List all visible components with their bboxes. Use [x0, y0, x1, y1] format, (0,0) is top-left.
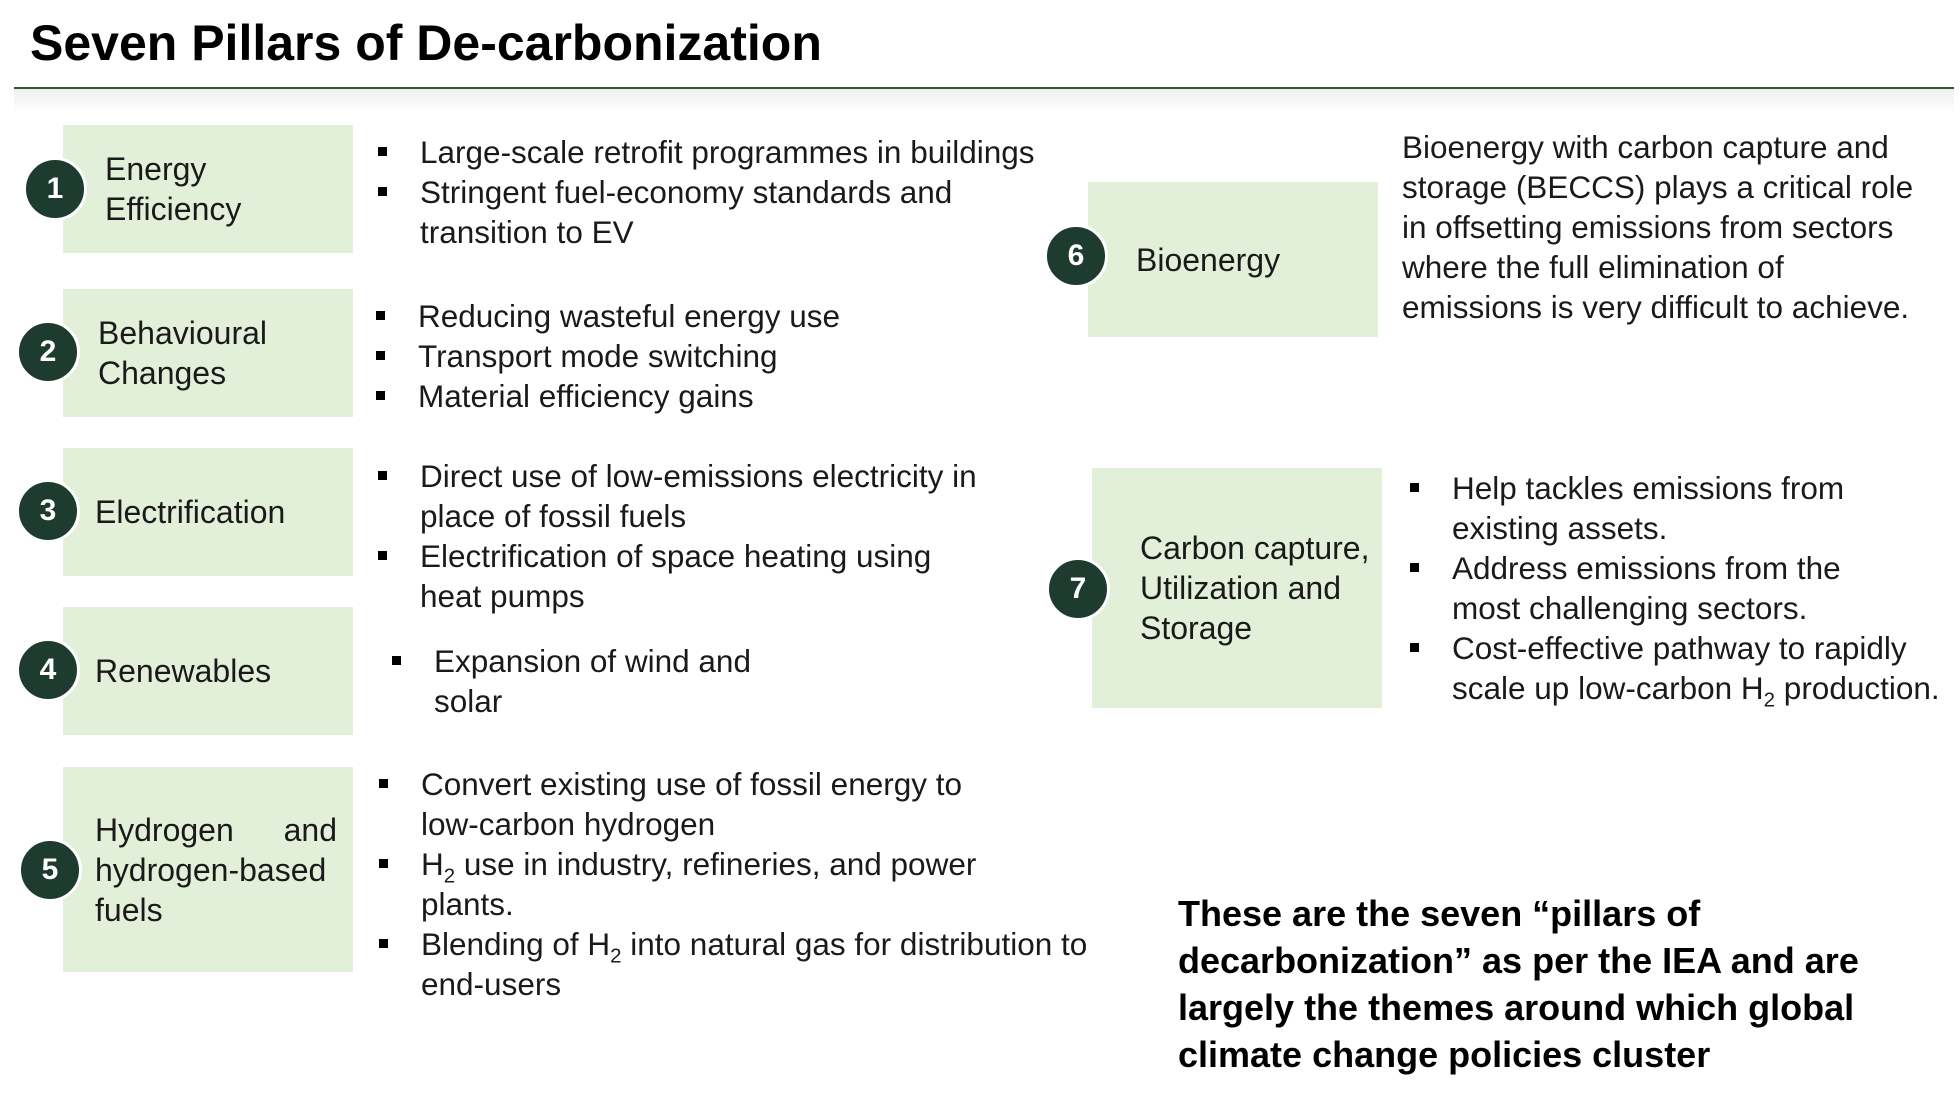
pillar-number-4: 4	[16, 638, 80, 702]
bullet-text: use in industry, refineries, and power p…	[421, 846, 977, 922]
bullet-item: Expansion of wind and solar	[388, 641, 784, 721]
page-title: Seven Pillars of De-carbonization	[30, 15, 822, 71]
summary-note: These are the seven “pillars of decarbon…	[1178, 893, 1859, 1075]
pillar-box-3: Electrification	[63, 448, 353, 576]
title-underline	[14, 87, 1954, 89]
pillar-box-6: Bioenergy	[1088, 182, 1378, 337]
bullet-subscript: 2	[610, 944, 622, 968]
bullet-item: Stringent fuel-economy standards and tra…	[374, 172, 1000, 252]
pillar-label-7: Carbon capture, Utilization and Storage	[1140, 530, 1370, 646]
pillar-number-6: 6	[1044, 224, 1108, 288]
pillar-label-2: Behavioural Changes	[98, 315, 267, 391]
bullet-item: Cost-effective pathway to rapidly scale …	[1406, 628, 1942, 712]
pillar-label-5: Hydrogen and hydrogen-based fuels	[95, 811, 337, 928]
bullet-subscript: 2	[443, 864, 456, 888]
pillar-description-6: Bioenergy with carbon capture and storag…	[1402, 129, 1914, 325]
bullet-item: Material efficiency gains	[372, 376, 892, 416]
pillar-bullets-1: Large-scale retrofit programmes in build…	[374, 132, 1094, 252]
pillar-number-1: 1	[23, 157, 87, 221]
pillar-box-1: Energy Efficiency	[63, 125, 353, 253]
bullet-item: Address emissions from the most challeng…	[1406, 548, 1882, 628]
pillar-number-3: 3	[16, 479, 80, 543]
bullet-text: H	[421, 846, 444, 882]
bullet-item: Direct use of low-emissions electricity …	[374, 456, 980, 536]
bullet-item: Transport mode switching	[372, 336, 892, 376]
pillar-bullets-2: Reducing wasteful energy use Transport m…	[372, 296, 892, 416]
bullet-item: Large-scale retrofit programmes in build…	[374, 132, 1094, 172]
bullet-item: Convert existing use of fossil energy to…	[375, 764, 1021, 844]
pillar-bullets-4: Expansion of wind and solar	[388, 641, 788, 721]
pillar-label-4: Renewables	[95, 653, 272, 689]
bullet-text: Address emissions from the most challeng…	[1452, 550, 1841, 626]
pillar-number-2: 2	[16, 320, 80, 384]
pillar-bullets-7: Help tackles emissions from existing ass…	[1406, 468, 1940, 710]
bullet-text: Blending of H	[421, 926, 611, 962]
pillar-box-2: Behavioural Changes	[63, 289, 353, 417]
pillar-bullets-3: Direct use of low-emissions electricity …	[374, 456, 1014, 616]
bullet-text: Convert existing use of fossil energy to…	[421, 766, 963, 842]
pillar-label-1: Energy Efficiency	[105, 151, 242, 227]
pillar-label-6: Bioenergy	[1136, 241, 1281, 278]
bullet-text: Help tackles emissions from existing ass…	[1452, 470, 1845, 546]
pillar-bullets-5: Convert existing use of fossil energy to…	[375, 764, 1115, 1004]
bullet-text: into natural gas for distribution to end…	[421, 926, 1088, 1002]
pillar-box-7: Carbon capture, Utilization and Storage	[1092, 468, 1382, 708]
pillar-box-5: Hydrogen and hydrogen-based fuels	[63, 767, 353, 972]
pillar-label-3: Electrification	[95, 494, 286, 530]
bullet-item: Help tackles emissions from existing ass…	[1406, 468, 1882, 548]
bullet-item: Electrification of space heating using h…	[374, 536, 980, 616]
title-shadow	[14, 89, 1954, 111]
bullet-text: production.	[1775, 670, 1940, 706]
pillar-number-5: 5	[18, 838, 82, 902]
bullet-item: Reducing wasteful energy use	[372, 296, 892, 336]
pillar-number-7: 7	[1046, 557, 1110, 621]
bullet-item: H2 use in industry, refineries, and powe…	[375, 844, 1021, 924]
pillar-box-4: Renewables	[63, 607, 353, 735]
bullet-subscript: 2	[1763, 688, 1776, 712]
bullet-item: Blending of H2 into natural gas for dist…	[375, 924, 1121, 1004]
bullet-text: Cost-effective pathway to rapidly scale …	[1452, 630, 1907, 706]
